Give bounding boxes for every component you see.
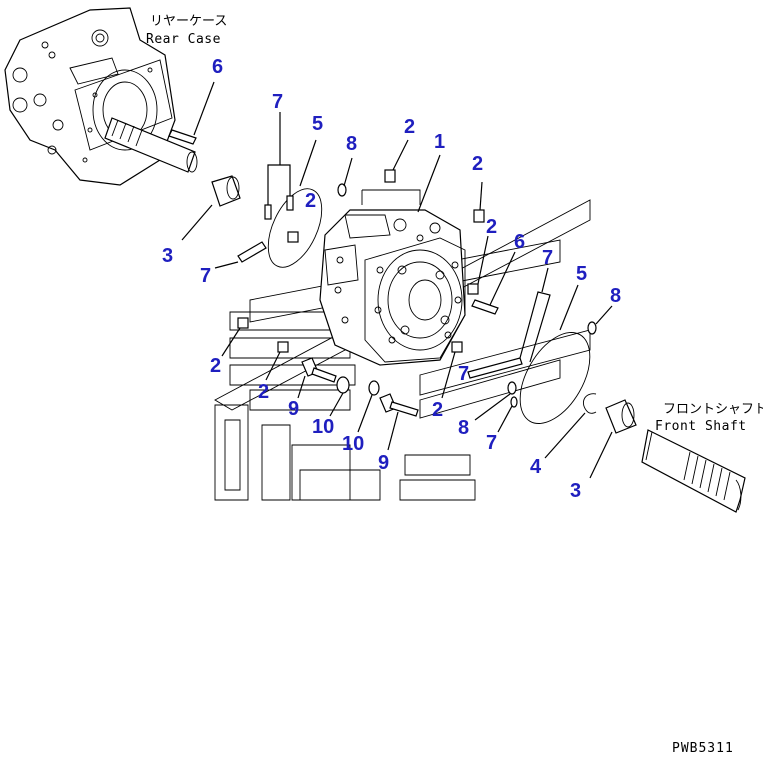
callout-2-gasket: 2 <box>305 190 316 212</box>
callout-6-rear: 6 <box>212 56 223 78</box>
callout-10-left: 10 <box>312 416 334 438</box>
callout-9-right: 9 <box>378 452 389 474</box>
bearing-3-rear <box>181 175 241 241</box>
callout-2-left-a: 2 <box>210 355 221 377</box>
gasket-5-rear <box>267 139 323 268</box>
callout-10-right: 10 <box>342 433 364 455</box>
center-block-part <box>319 189 466 366</box>
rear-case-part <box>4 7 198 186</box>
callout-1: 1 <box>434 131 445 153</box>
callout-2-right: 2 <box>486 216 497 238</box>
front-shaft-part <box>641 429 746 513</box>
callout-2-top-b: 2 <box>472 153 483 175</box>
front-shaft-label-en: Front Shaft <box>655 419 747 434</box>
callout-2-mid: 2 <box>432 399 443 421</box>
callout-8-lower: 8 <box>458 417 469 439</box>
callout-2-top-a: 2 <box>404 116 415 138</box>
callout-5-rear: 5 <box>312 113 323 135</box>
callout-7-right: 7 <box>542 247 553 269</box>
callout-6-right: 6 <box>514 231 525 253</box>
callout-7-top: 7 <box>272 91 283 113</box>
rear-case-label-jp: リヤーケース <box>150 14 227 29</box>
callouts: 6 7 5 8 2 1 2 2 2 3 7 6 7 5 8 2 2 9 7 10… <box>162 56 621 502</box>
callout-8-top: 8 <box>346 133 357 155</box>
bearing-3-front <box>589 399 637 479</box>
pin-6-rear <box>168 81 215 145</box>
callout-3-rear: 3 <box>162 245 173 267</box>
callout-5-front: 5 <box>576 263 587 285</box>
gasket-5-front <box>519 284 591 424</box>
callout-4: 4 <box>530 456 542 478</box>
callout-2-left-b: 2 <box>258 381 269 403</box>
callout-3-front: 3 <box>570 480 581 502</box>
callout-9-left: 9 <box>288 398 299 420</box>
callout-8-right: 8 <box>610 285 621 307</box>
snap-ring-4 <box>544 393 597 459</box>
front-shaft-label-jp: フロントシャフト <box>663 402 763 417</box>
callout-7-mid: 7 <box>458 363 469 385</box>
rear-case-label-en: Rear Case <box>146 32 221 47</box>
callout-7-left: 7 <box>200 265 211 287</box>
drawing-code: PWB5311 <box>672 741 734 756</box>
small-fittings <box>214 112 613 451</box>
callout-7-lower: 7 <box>486 432 497 454</box>
